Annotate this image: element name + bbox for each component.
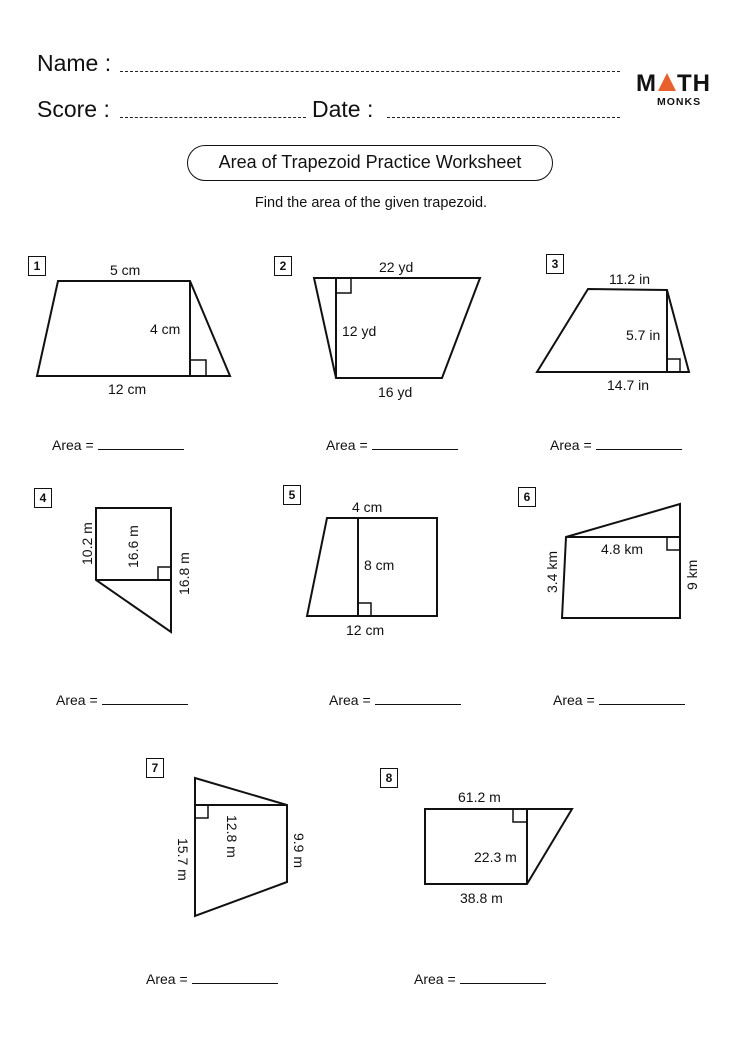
area-answer-8[interactable]: Area = xyxy=(414,971,546,987)
problem-number-3: 3 xyxy=(546,254,564,274)
area-answer-3[interactable]: Area = xyxy=(550,437,682,453)
label-6-right: 9 km xyxy=(684,560,700,590)
area-label: Area = xyxy=(414,971,456,987)
label-2-top: 22 yd xyxy=(379,259,413,275)
logo: M TH xyxy=(636,72,711,96)
name-line[interactable] xyxy=(120,71,620,72)
logo-subtext: MONKS xyxy=(657,96,702,108)
answer-blank[interactable] xyxy=(598,692,685,705)
score-label: Score : xyxy=(37,96,110,122)
problem-number-6: 6 xyxy=(518,487,536,507)
label-7-left: 15.7 m xyxy=(175,838,191,881)
answer-blank[interactable] xyxy=(97,437,184,450)
label-1-height: 4 cm xyxy=(150,321,180,337)
problem-number-2: 2 xyxy=(274,256,292,276)
problem-number-1: 1 xyxy=(28,256,46,276)
area-answer-6[interactable]: Area = xyxy=(553,692,685,708)
problem-number-5: 5 xyxy=(283,485,301,505)
worksheet-title: Area of Trapezoid Practice Worksheet xyxy=(187,145,553,181)
date-label: Date : xyxy=(312,96,374,122)
label-6-left: 3.4 km xyxy=(544,551,560,593)
label-2-height: 12 yd xyxy=(342,323,376,339)
logo-text-right: TH xyxy=(677,70,711,97)
label-5-bottom: 12 cm xyxy=(346,622,384,638)
label-8-height: 22.3 m xyxy=(474,849,517,865)
trapezoid-2: 22 yd 12 yd 16 yd xyxy=(312,259,482,400)
area-answer-4[interactable]: Area = xyxy=(56,692,188,708)
label-6-inner: 4.8 km xyxy=(601,541,643,557)
problem-number-8: 8 xyxy=(380,768,398,788)
label-8-bottom: 38.8 m xyxy=(460,890,503,906)
answer-blank[interactable] xyxy=(371,437,458,450)
trapezoid-3: 11.2 in 5.7 in 14.7 in xyxy=(535,271,691,393)
area-label: Area = xyxy=(553,692,595,708)
answer-blank[interactable] xyxy=(191,971,278,984)
date-line[interactable] xyxy=(387,117,620,118)
label-3-top: 11.2 in xyxy=(609,271,650,287)
trapezoid-6: 4.8 km 3.4 km 9 km xyxy=(544,502,700,619)
area-label: Area = xyxy=(56,692,98,708)
label-5-height: 8 cm xyxy=(364,557,394,573)
answer-blank[interactable] xyxy=(101,692,188,705)
trapezoid-1: 5 cm 4 cm 12 cm xyxy=(35,262,232,397)
triangle-icon xyxy=(658,73,676,91)
trapezoid-4: 10.2 m 16.6 m 16.8 m xyxy=(79,507,192,634)
area-label: Area = xyxy=(146,971,188,987)
label-4-inner: 16.6 m xyxy=(125,525,141,568)
label-5-top: 4 cm xyxy=(352,499,382,515)
area-label: Area = xyxy=(550,437,592,453)
label-3-bottom: 14.7 in xyxy=(607,377,649,393)
trapezoid-5: 4 cm 8 cm 12 cm xyxy=(305,499,438,638)
label-1-top: 5 cm xyxy=(110,262,140,278)
score-line[interactable] xyxy=(120,117,306,118)
area-label: Area = xyxy=(326,437,368,453)
area-answer-7[interactable]: Area = xyxy=(146,971,278,987)
label-7-right: 9.9 m xyxy=(291,833,307,868)
answer-blank[interactable] xyxy=(595,437,682,450)
logo-text-left: M xyxy=(636,70,657,97)
trapezoid-7: 12.8 m 15.7 m 9.9 m xyxy=(175,776,307,918)
name-label: Name : xyxy=(37,50,112,76)
area-answer-1[interactable]: Area = xyxy=(52,437,184,453)
trapezoid-8: 61.2 m 22.3 m 38.8 m xyxy=(424,789,574,906)
label-1-bottom: 12 cm xyxy=(108,381,146,397)
label-4-left: 10.2 m xyxy=(79,522,95,565)
area-answer-2[interactable]: Area = xyxy=(326,437,458,453)
answer-blank[interactable] xyxy=(459,971,546,984)
area-label: Area = xyxy=(329,692,371,708)
label-2-bottom: 16 yd xyxy=(378,384,412,400)
area-label: Area = xyxy=(52,437,94,453)
problem-number-7: 7 xyxy=(146,758,164,778)
problem-number-4: 4 xyxy=(34,488,52,508)
label-7-inner: 12.8 m xyxy=(224,815,240,858)
label-3-height: 5.7 in xyxy=(626,327,660,343)
answer-blank[interactable] xyxy=(374,692,461,705)
instructions: Find the area of the given trapezoid. xyxy=(254,195,488,211)
label-8-top: 61.2 m xyxy=(458,789,501,805)
area-answer-5[interactable]: Area = xyxy=(329,692,461,708)
label-4-right: 16.8 m xyxy=(176,552,192,595)
